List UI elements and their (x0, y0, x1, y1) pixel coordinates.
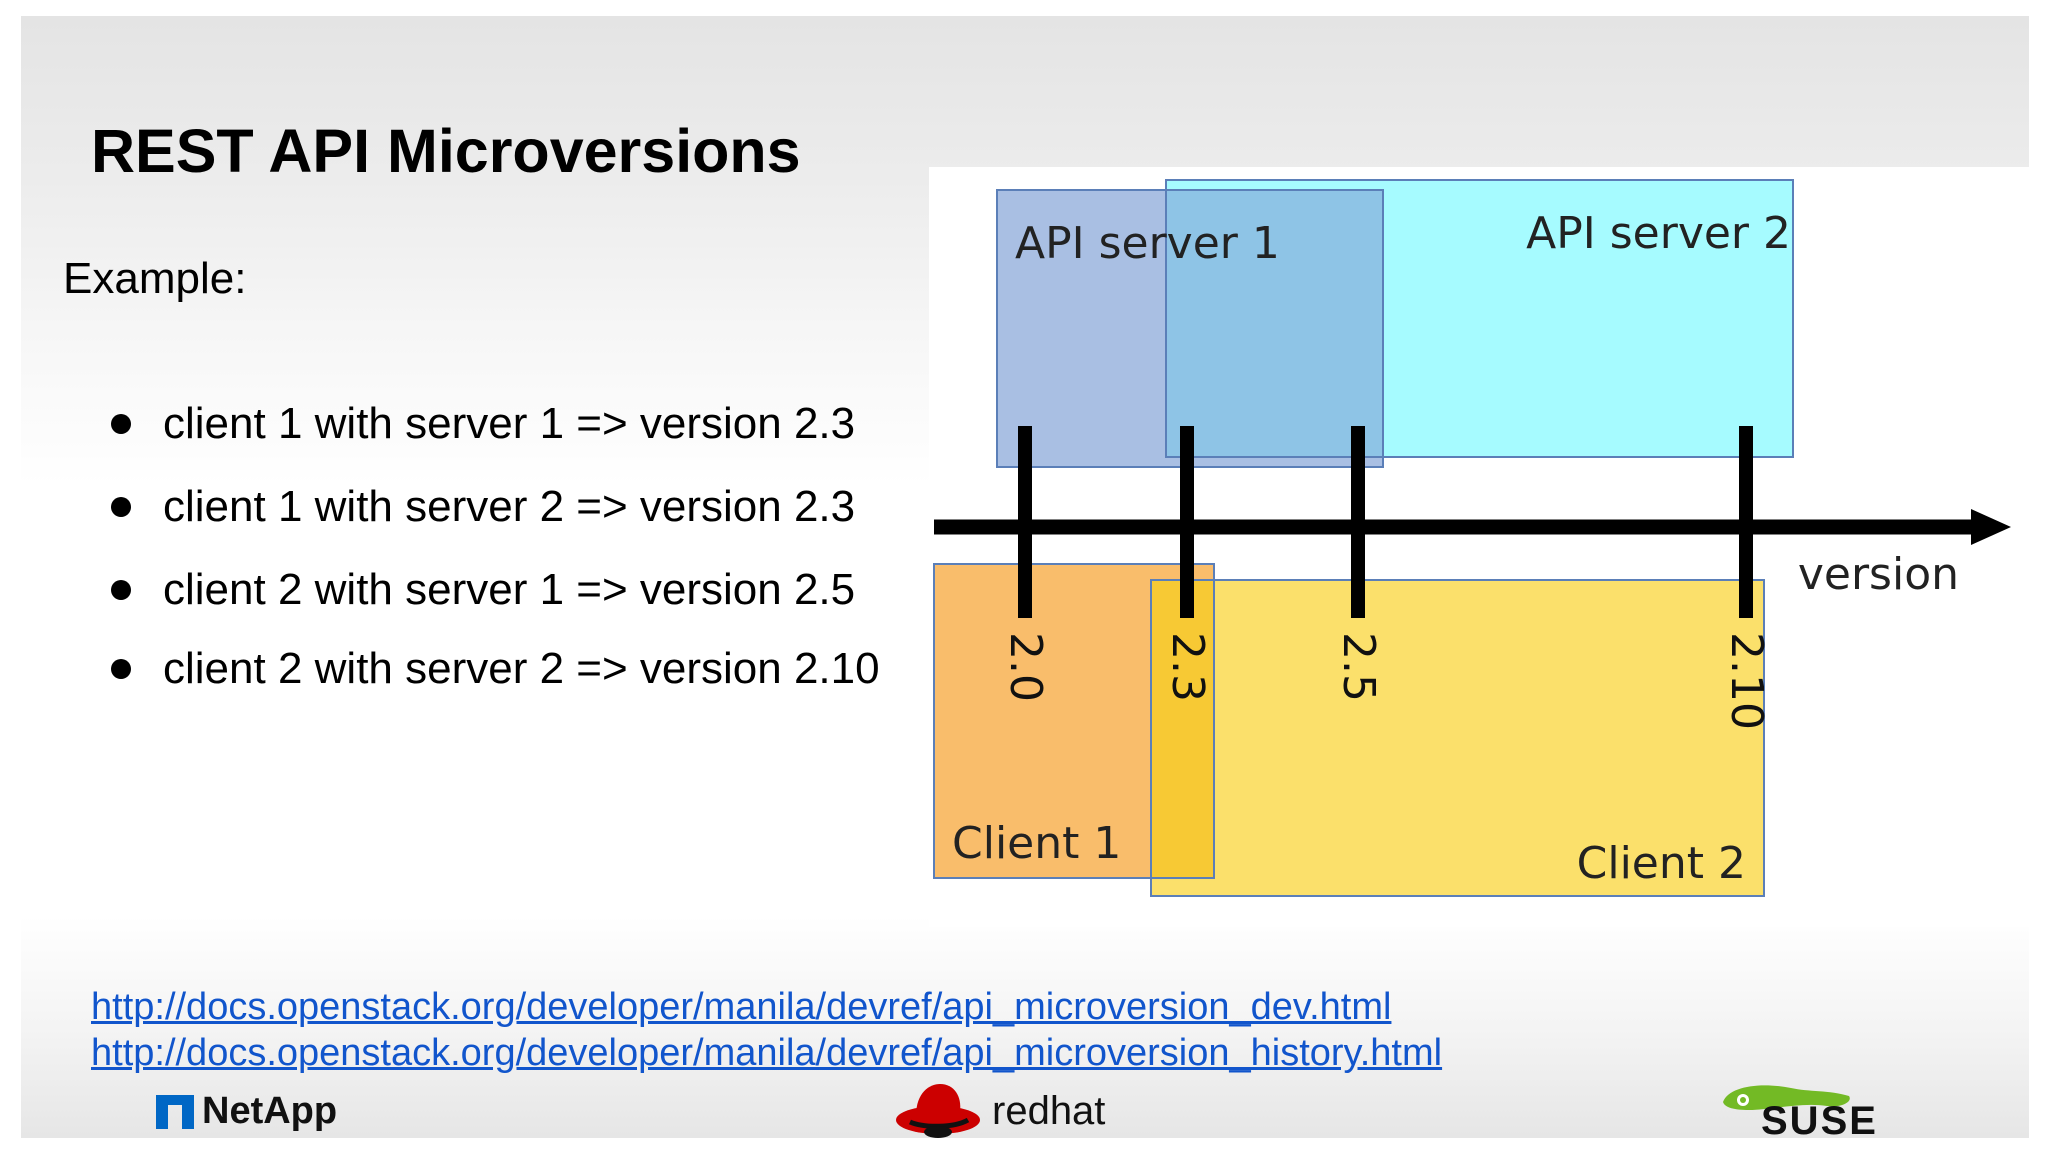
reference-links: http://docs.openstack.org/developer/mani… (91, 984, 1442, 1076)
bullet-dot-icon (111, 659, 131, 679)
suse-wordmark: SUSE (1761, 1099, 1878, 1136)
client-overlap-region (1152, 580, 1214, 878)
suse-logo: SUSE (1721, 1080, 1991, 1138)
axis-label: version (1798, 549, 1959, 600)
link-microversion-history[interactable]: http://docs.openstack.org/developer/mani… (91, 1032, 1443, 1074)
bullet-item: client 2 with server 2 => version 2.10 (111, 639, 880, 699)
api-server-2-outline (1165, 179, 1794, 458)
netapp-mark-icon (156, 1094, 194, 1129)
microversion-diagram: API server 1 API server 2 Client 1 Clien… (929, 167, 2029, 927)
bullet-item: client 1 with server 2 => version 2.3 (111, 477, 855, 537)
tick-label: 2.3 (1162, 632, 1213, 702)
api-server-1-label: API server 1 (1015, 218, 1280, 269)
example-label: Example: (63, 254, 247, 303)
bullet-text: client 1 with server 1 => version 2.3 (163, 399, 856, 448)
bullet-text: client 1 with server 2 => version 2.3 (163, 482, 856, 531)
server-overlap-region (1166, 190, 1383, 457)
netapp-wordmark: NetApp (202, 1090, 338, 1132)
tick-label: 2.10 (1721, 632, 1772, 730)
redhat-shadowman-icon (896, 1084, 980, 1138)
netapp-logo: NetApp (156, 1090, 337, 1133)
api-server-2-label: API server 2 (1526, 208, 1791, 259)
client-2-label: Client 2 (1577, 838, 1746, 889)
tick-label: 2.5 (1333, 632, 1384, 702)
link-microversion-dev[interactable]: http://docs.openstack.org/developer/mani… (91, 986, 1392, 1028)
slide-title: REST API Microversions (91, 117, 801, 185)
client-1-label: Client 1 (952, 818, 1121, 869)
client-1-outline (933, 563, 1215, 879)
redhat-wordmark: redhat (992, 1088, 1106, 1133)
bullet-item: client 1 with server 1 => version 2.3 (111, 394, 855, 454)
suse-chameleon-icon: SUSE (1723, 1085, 1878, 1138)
redhat-logo: redhat (894, 1082, 1105, 1138)
bullet-text: client 2 with server 1 => version 2.5 (163, 565, 856, 614)
bullet-list: client 1 with server 1 => version 2.3 cl… (21, 16, 921, 716)
bullet-item: client 2 with server 1 => version 2.5 (111, 560, 855, 620)
axis-arrow-icon (1971, 509, 2011, 545)
bullet-dot-icon (111, 580, 131, 600)
bullet-text: client 2 with server 2 => version 2.10 (163, 644, 880, 693)
client-2-outline (1150, 579, 1765, 897)
bullet-dot-icon (111, 414, 131, 434)
bullet-dot-icon (111, 497, 131, 517)
slide: REST API Microversions Example: client 1… (21, 16, 2029, 1138)
tick-label: 2.0 (1000, 632, 1051, 702)
